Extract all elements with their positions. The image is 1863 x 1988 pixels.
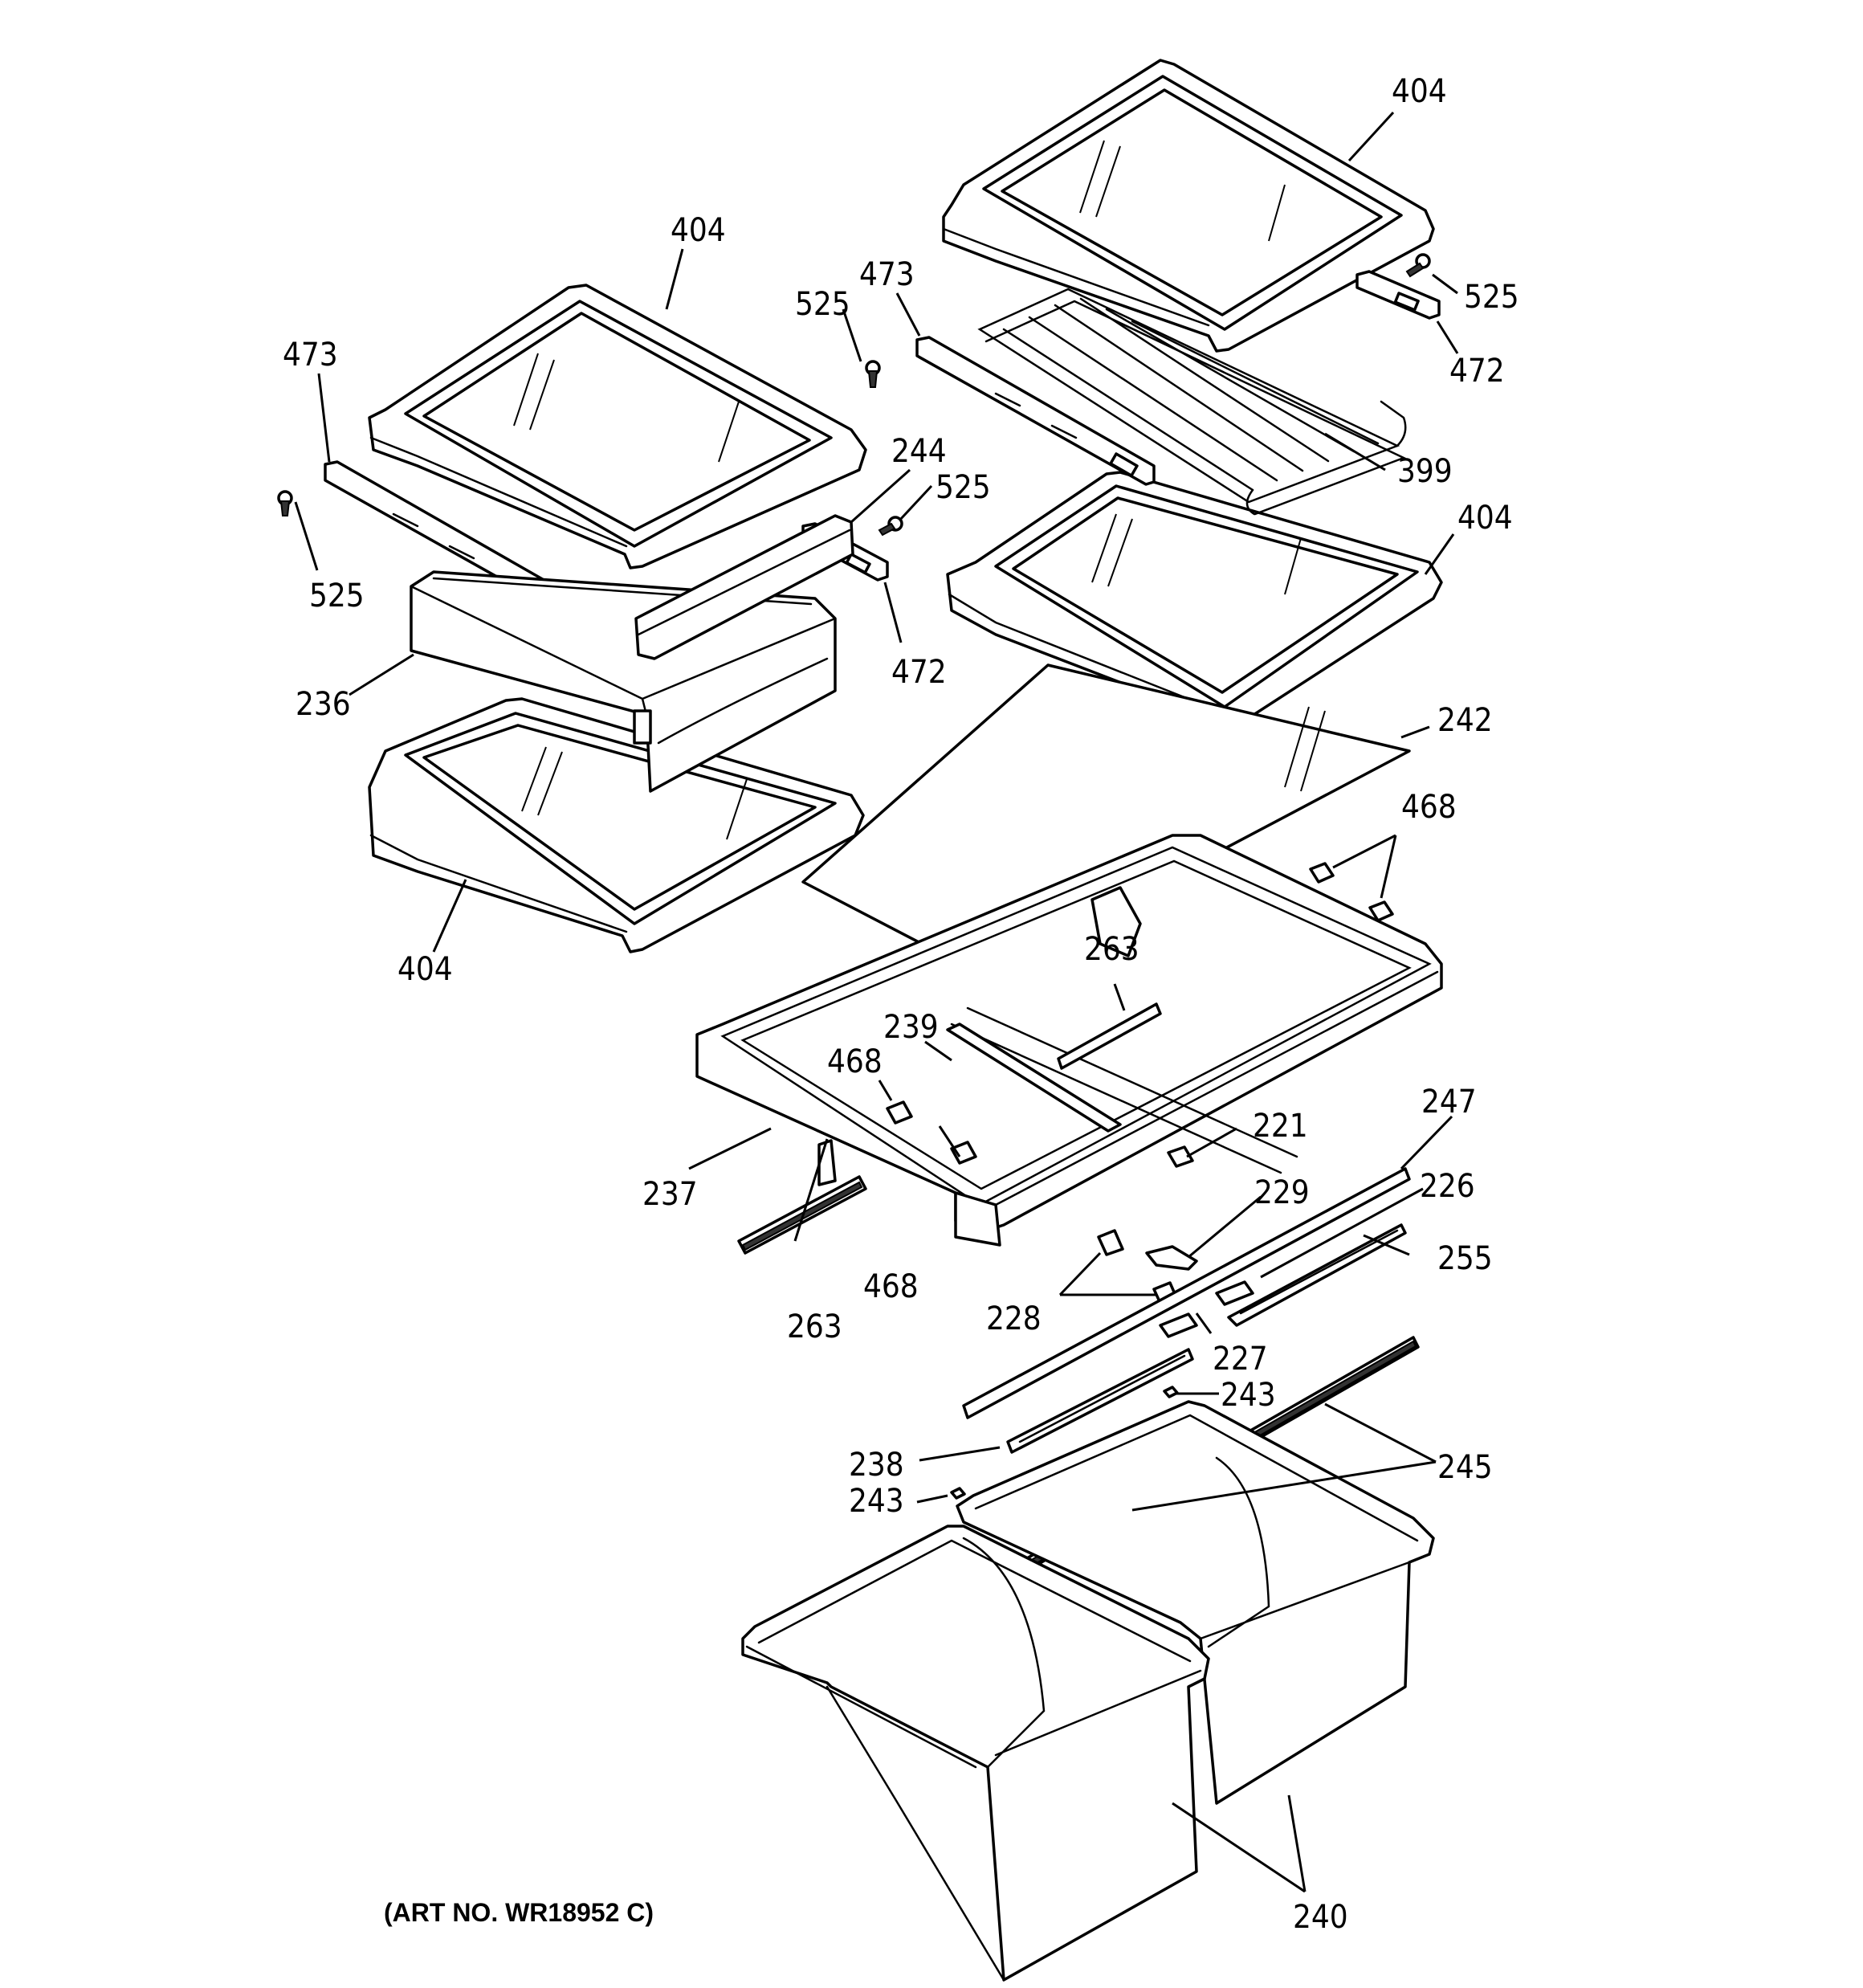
- callout-263-upper: 263: [1084, 931, 1139, 968]
- deli-drawer-cover: [634, 514, 854, 660]
- callout-239: 239: [883, 1009, 939, 1046]
- crisper-pan-right: [956, 1400, 1435, 1805]
- callout-240: 240: [1293, 1899, 1348, 1936]
- clip-468-lower: [950, 1141, 977, 1165]
- clip-468-right-lower: [1368, 900, 1394, 922]
- callout-473-left: 473: [283, 337, 338, 374]
- callout-525-left: 525: [309, 578, 365, 614]
- callout-404-top-left: 404: [671, 212, 726, 249]
- callout-525-center: 525: [795, 286, 850, 323]
- clip-468-center: [886, 1100, 913, 1125]
- clip-243-upper: [1163, 1386, 1179, 1398]
- screw-525-middle: [878, 516, 903, 537]
- callout-243-upper: 243: [1221, 1377, 1276, 1414]
- shelf-rail-right-473: [915, 336, 1156, 486]
- callout-247: 247: [1421, 1084, 1477, 1121]
- callout-404-middle-left: 404: [397, 951, 453, 988]
- callout-468-lower: 468: [863, 1268, 919, 1305]
- screw-525-center: [865, 360, 881, 388]
- slide-rail-263-upper: [1057, 1002, 1162, 1070]
- callout-468-center: 468: [827, 1043, 883, 1080]
- callout-242: 242: [1437, 702, 1493, 739]
- callout-238: 238: [849, 1447, 904, 1484]
- humidity-slide-239: [946, 1023, 1122, 1133]
- wire-shelf: [977, 288, 1407, 516]
- leader-lines: [294, 111, 1459, 1893]
- callout-236: 236: [296, 686, 351, 723]
- shelf-top-right: [942, 59, 1435, 353]
- crisper-cover-frame: [695, 834, 1443, 1247]
- callout-399: 399: [1397, 453, 1453, 490]
- callout-243-lower: 243: [849, 1483, 904, 1520]
- callout-229: 229: [1254, 1174, 1310, 1211]
- control-part-229: [1145, 1245, 1198, 1271]
- callout-labels: 404 404 404 404 473 473 525 525 525 525 …: [283, 73, 1519, 1936]
- callout-472-middle: 472: [891, 654, 947, 691]
- front-trim-247: [962, 1167, 1411, 1419]
- callout-404-top-right: 404: [1392, 73, 1447, 110]
- clip-243-lower: [950, 1487, 966, 1500]
- callout-226: 226: [1420, 1168, 1475, 1205]
- shelf-middle-right: [946, 471, 1443, 734]
- callout-404-middle-right: 404: [1457, 500, 1513, 537]
- callout-468-right: 468: [1401, 789, 1457, 826]
- callout-525-top-right: 525: [1464, 279, 1519, 316]
- callout-228: 228: [986, 1300, 1042, 1337]
- callout-525-middle: 525: [936, 469, 991, 506]
- rail-255: [1227, 1223, 1407, 1327]
- control-part-228-upper: [1097, 1229, 1124, 1256]
- callout-473-center: 473: [859, 256, 915, 293]
- callout-221: 221: [1253, 1108, 1308, 1145]
- control-slider-226: [1215, 1280, 1254, 1306]
- callout-237: 237: [642, 1176, 698, 1213]
- rail-238: [1006, 1348, 1194, 1454]
- callout-227: 227: [1213, 1341, 1268, 1378]
- callout-255: 255: [1437, 1240, 1493, 1277]
- callout-472-top: 472: [1449, 353, 1505, 390]
- screw-525-top-right: [1405, 253, 1431, 278]
- shelf-top-left: [368, 284, 867, 569]
- clip-468-right-upper: [1309, 862, 1335, 884]
- control-slider-227: [1159, 1312, 1198, 1338]
- shelf-middle-left: [368, 697, 865, 953]
- screw-525-left: [277, 490, 293, 516]
- art-number: (ART NO. WR18952 C): [384, 1898, 654, 1927]
- crisper-pan-left: [741, 1525, 1210, 1982]
- pan-seal-245-right: [1211, 1336, 1420, 1463]
- callout-244: 244: [891, 433, 947, 470]
- deli-drawer: [410, 570, 837, 793]
- callout-263-lower: 263: [787, 1308, 842, 1345]
- callout-245: 245: [1437, 1449, 1493, 1486]
- shelf-rail-472-top: [1355, 270, 1441, 320]
- control-part-221: [1167, 1145, 1194, 1168]
